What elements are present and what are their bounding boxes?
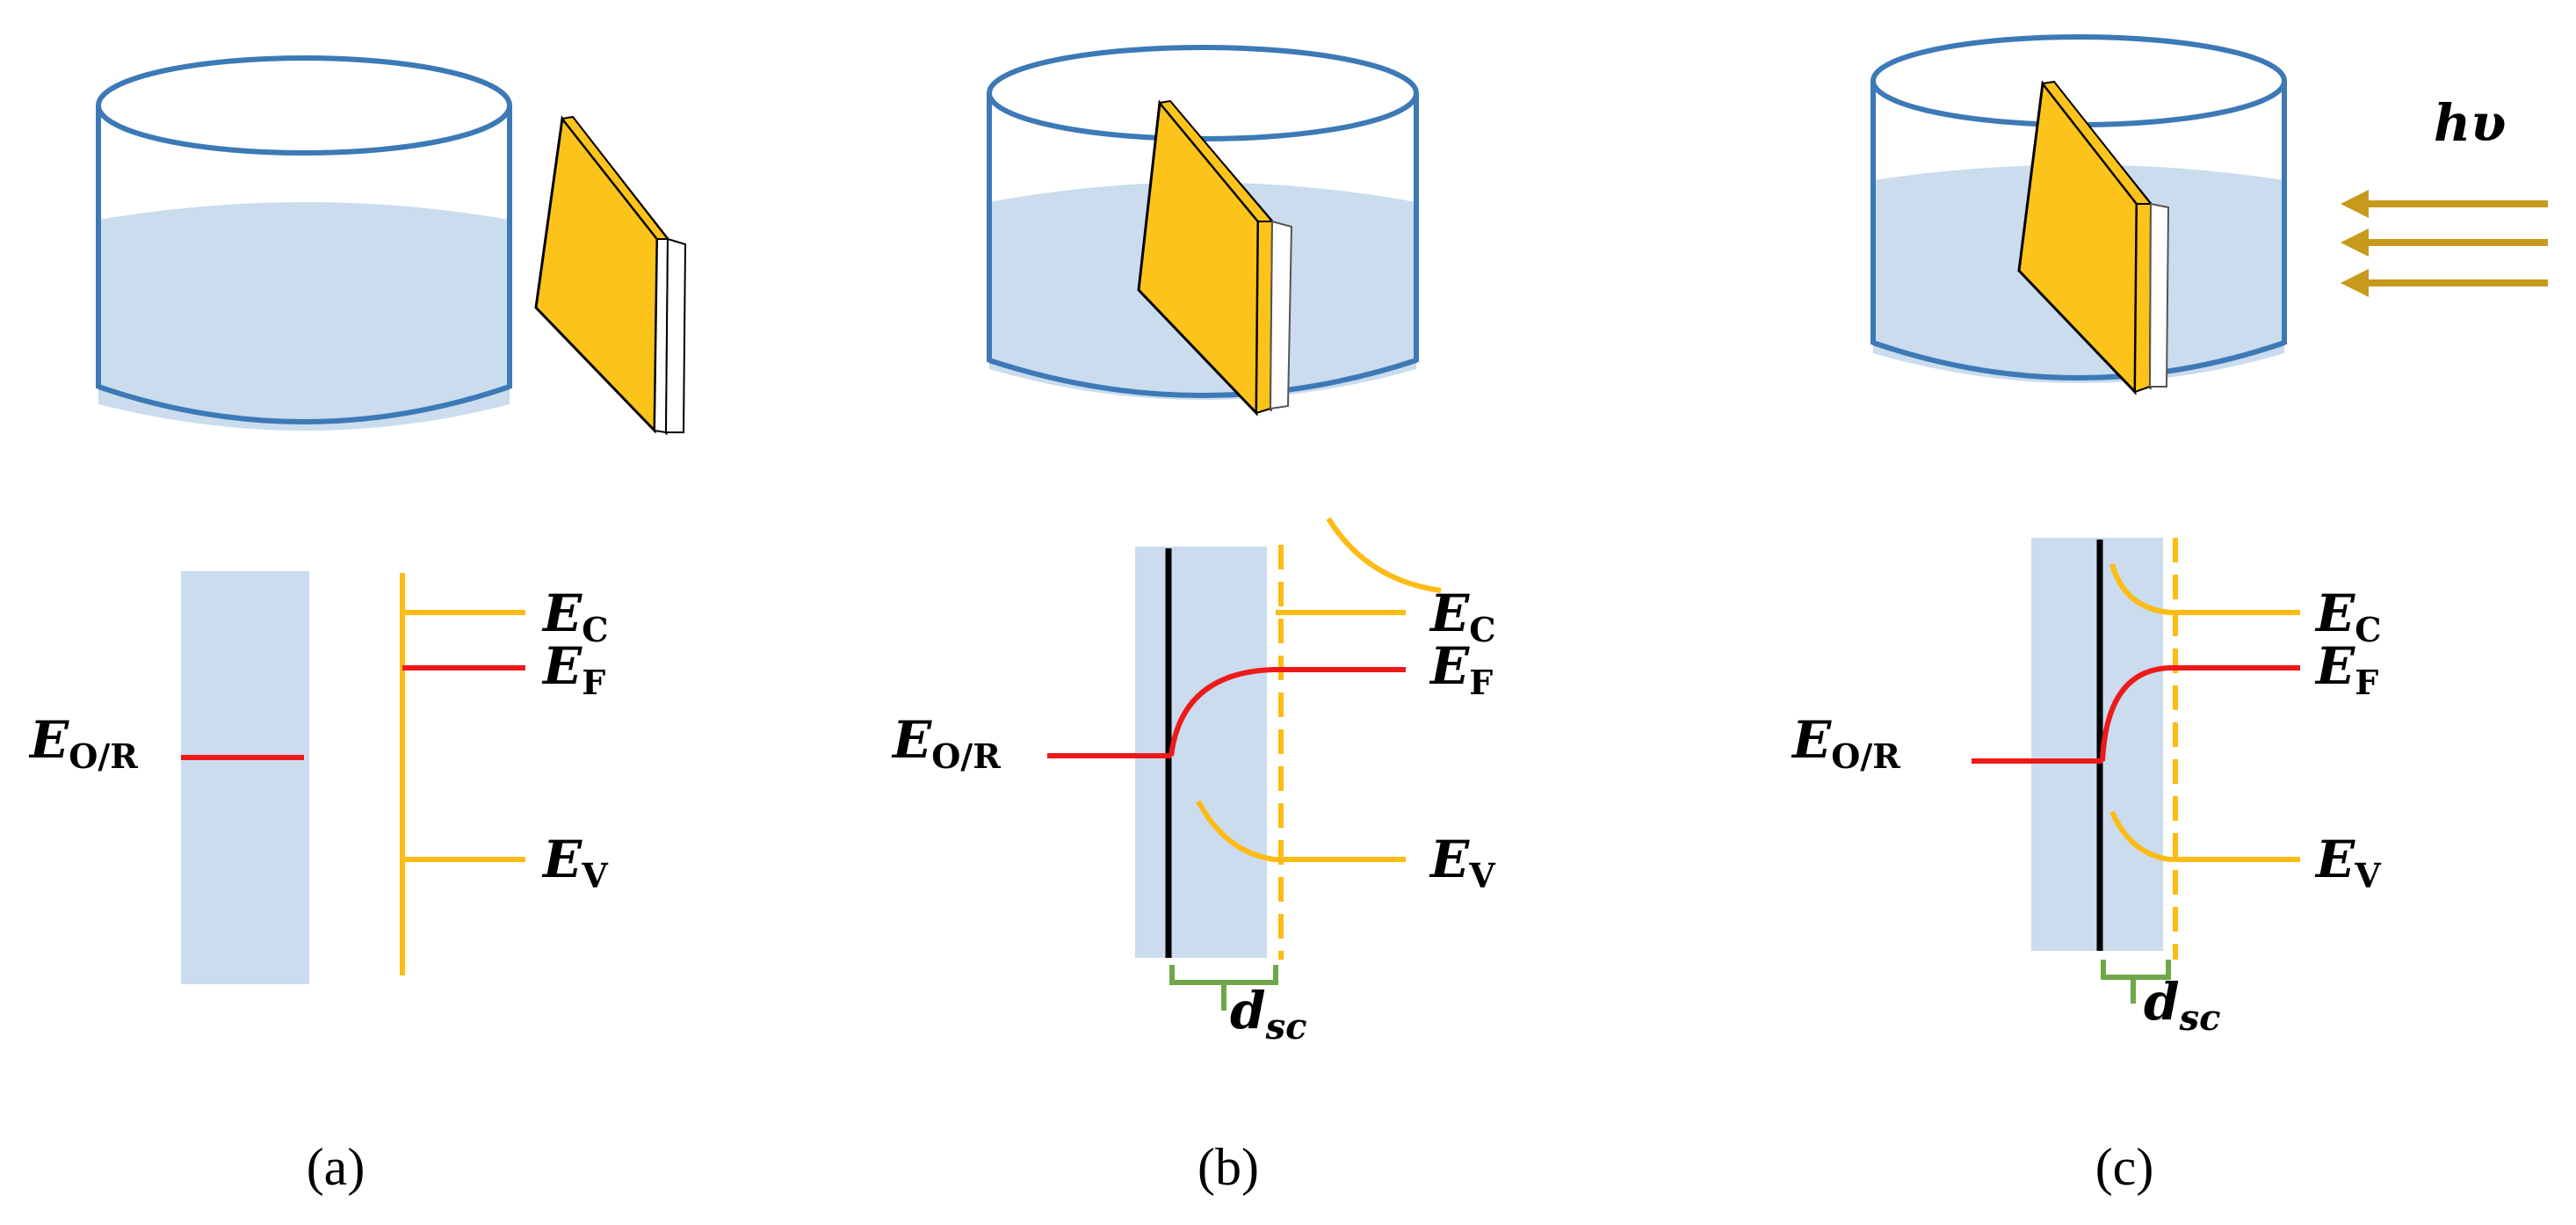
label-eor-a: EO/R bbox=[28, 710, 138, 776]
caption-b: (b) bbox=[1198, 1138, 1259, 1196]
label-eor-b: EO/R bbox=[891, 710, 1001, 776]
fermi-level-bent-c bbox=[2100, 665, 2300, 762]
panel-c: hυ dsc EC EF EV EO/R bbox=[1791, 34, 2548, 1196]
incident-light-arrows: hυ bbox=[2341, 93, 2548, 297]
electrolyte-a bbox=[98, 202, 510, 431]
label-ec-b: EC bbox=[1429, 584, 1495, 649]
fermi-level-bent-b bbox=[1169, 667, 1406, 757]
label-ev-b: EV bbox=[1429, 830, 1496, 895]
band-diagram-c: dsc EC EF EV EO/R bbox=[1791, 538, 2382, 1039]
conduction-band-bent-b bbox=[1326, 517, 1442, 593]
beaker-rim-b bbox=[987, 45, 1419, 141]
label-dsc-b: dsc bbox=[1230, 981, 1306, 1047]
space-charge-bracket-c bbox=[2101, 960, 2171, 1004]
caption-a: (a) bbox=[307, 1138, 365, 1196]
panel-a: EC EF EV EO/R (a) bbox=[28, 55, 687, 1196]
valence-band-bent-b bbox=[1196, 800, 1406, 862]
label-ec-c: EC bbox=[2314, 584, 2381, 649]
caption-c: (c) bbox=[2095, 1138, 2154, 1196]
label-ef-c: EF bbox=[2314, 636, 2378, 702]
panel-b: dsc EC EF EV EO/R (b) bbox=[891, 45, 1496, 1196]
electrolyte-region-b bbox=[1135, 547, 1267, 958]
label-ef-a: EF bbox=[541, 636, 605, 702]
label-dsc-c: dsc bbox=[2144, 972, 2220, 1039]
label-ev-c: EV bbox=[2314, 830, 2382, 895]
semiconductor-electrode-b bbox=[1137, 99, 1293, 417]
band-diagram-a: EC EF EV EO/R bbox=[28, 571, 609, 984]
label-eor-c: EO/R bbox=[1791, 710, 1900, 776]
valence-band-bent-c bbox=[2109, 810, 2300, 862]
semiconductor-electrode-c bbox=[2017, 80, 2170, 395]
band-diagram-b: dsc EC EF EV EO/R bbox=[891, 517, 1496, 1047]
beaker-a bbox=[96, 55, 512, 431]
label-ev-a: EV bbox=[541, 830, 609, 895]
conduction-band-bent-c bbox=[2109, 563, 2300, 615]
light-label: hυ bbox=[2434, 93, 2506, 153]
space-charge-bracket-b bbox=[1169, 965, 1278, 1011]
label-ef-b: EF bbox=[1429, 636, 1493, 702]
electrolyte-region-a bbox=[181, 571, 309, 984]
label-ec-a: EC bbox=[541, 584, 608, 649]
beaker-rim-a bbox=[96, 55, 512, 156]
semiconductor-electrode-a bbox=[534, 115, 687, 436]
